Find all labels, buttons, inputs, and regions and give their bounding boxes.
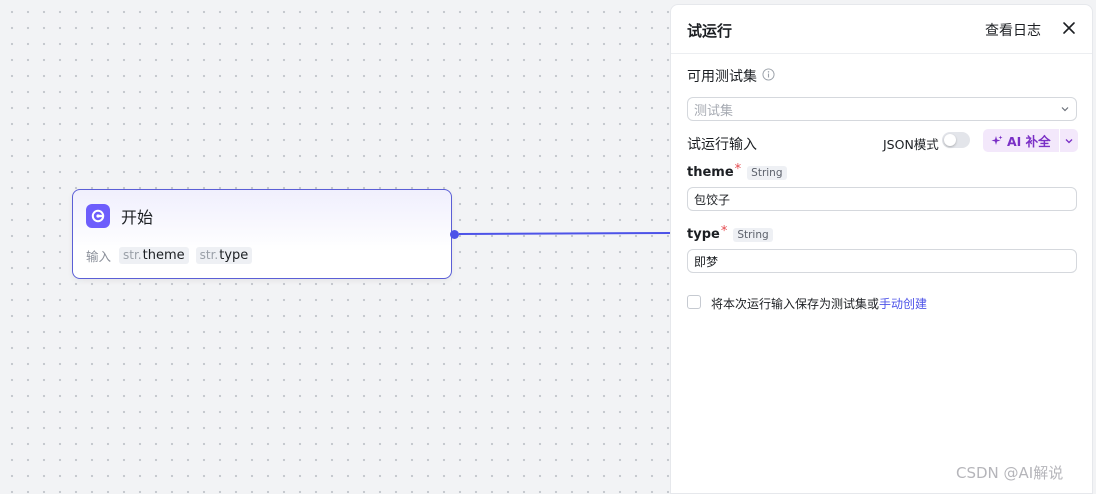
watermark: CSDN @AI解说 [956, 464, 1064, 482]
start-node[interactable]: 开始 输入 str.theme str.type [72, 189, 452, 279]
chevron-down-icon [1065, 138, 1073, 143]
field-name: theme [687, 165, 734, 180]
chevron-down-icon [1061, 107, 1069, 112]
panel-header: 试运行 查看日志 [671, 5, 1092, 54]
ai-dropdown-button[interactable] [1060, 129, 1078, 152]
field-label-theme: theme * String [687, 162, 787, 180]
required-mark: * [734, 162, 742, 177]
toggle-knob [944, 134, 956, 146]
input-type-prefix: str. [199, 248, 219, 262]
input-tag-theme: str.theme [119, 247, 189, 264]
manual-create-link[interactable]: 手动创建 [879, 297, 928, 311]
sparkle-icon [991, 135, 1003, 145]
field-name: type [687, 227, 720, 242]
json-mode-toggle[interactable] [942, 132, 970, 148]
close-icon[interactable] [1061, 20, 1077, 36]
testset-select[interactable]: 测试集 [687, 97, 1077, 121]
node-title: 开始 [121, 208, 154, 227]
testset-label: 可用测试集 [687, 69, 757, 85]
ai-complete-button[interactable]: AI 补全 [983, 129, 1059, 152]
input-tag-name: type [219, 248, 249, 263]
run-input-label: 试运行输入 [687, 137, 757, 153]
view-log-button[interactable]: 查看日志 [985, 23, 1041, 39]
input-type-prefix: str. [123, 248, 142, 262]
input-tag-type: str.type [195, 247, 253, 264]
ai-complete-button-group: AI 补全 [983, 129, 1078, 152]
node-inputs-label: 输入 [86, 249, 112, 264]
test-run-panel: 试运行 查看日志 可用测试集 测试集 试运行输入 JSON模式 AI 补全 [670, 4, 1093, 494]
save-testset-checkbox[interactable] [687, 295, 701, 309]
info-icon[interactable] [762, 68, 775, 81]
required-mark: * [720, 224, 728, 239]
field-label-type: type * String [687, 224, 773, 242]
json-mode-label: JSON模式 [883, 137, 939, 152]
node-output-port[interactable] [450, 230, 459, 239]
testset-placeholder: 测试集 [694, 103, 734, 119]
type-tag: String [747, 165, 787, 180]
ai-complete-label: AI 补全 [1007, 134, 1051, 149]
start-icon [86, 204, 110, 228]
save-testset-text: 将本次运行输入保存为测试集或手动创建 [711, 295, 927, 312]
save-testset-label: 将本次运行输入保存为测试集或 [711, 297, 880, 311]
type-input[interactable] [687, 249, 1077, 273]
node-inputs: 输入 str.theme str.type [86, 246, 259, 265]
theme-input[interactable] [687, 187, 1077, 211]
node-header: 开始 [86, 204, 153, 228]
input-tag-name: theme [142, 248, 185, 263]
panel-title: 试运行 [687, 22, 733, 40]
type-tag: String [733, 227, 773, 242]
